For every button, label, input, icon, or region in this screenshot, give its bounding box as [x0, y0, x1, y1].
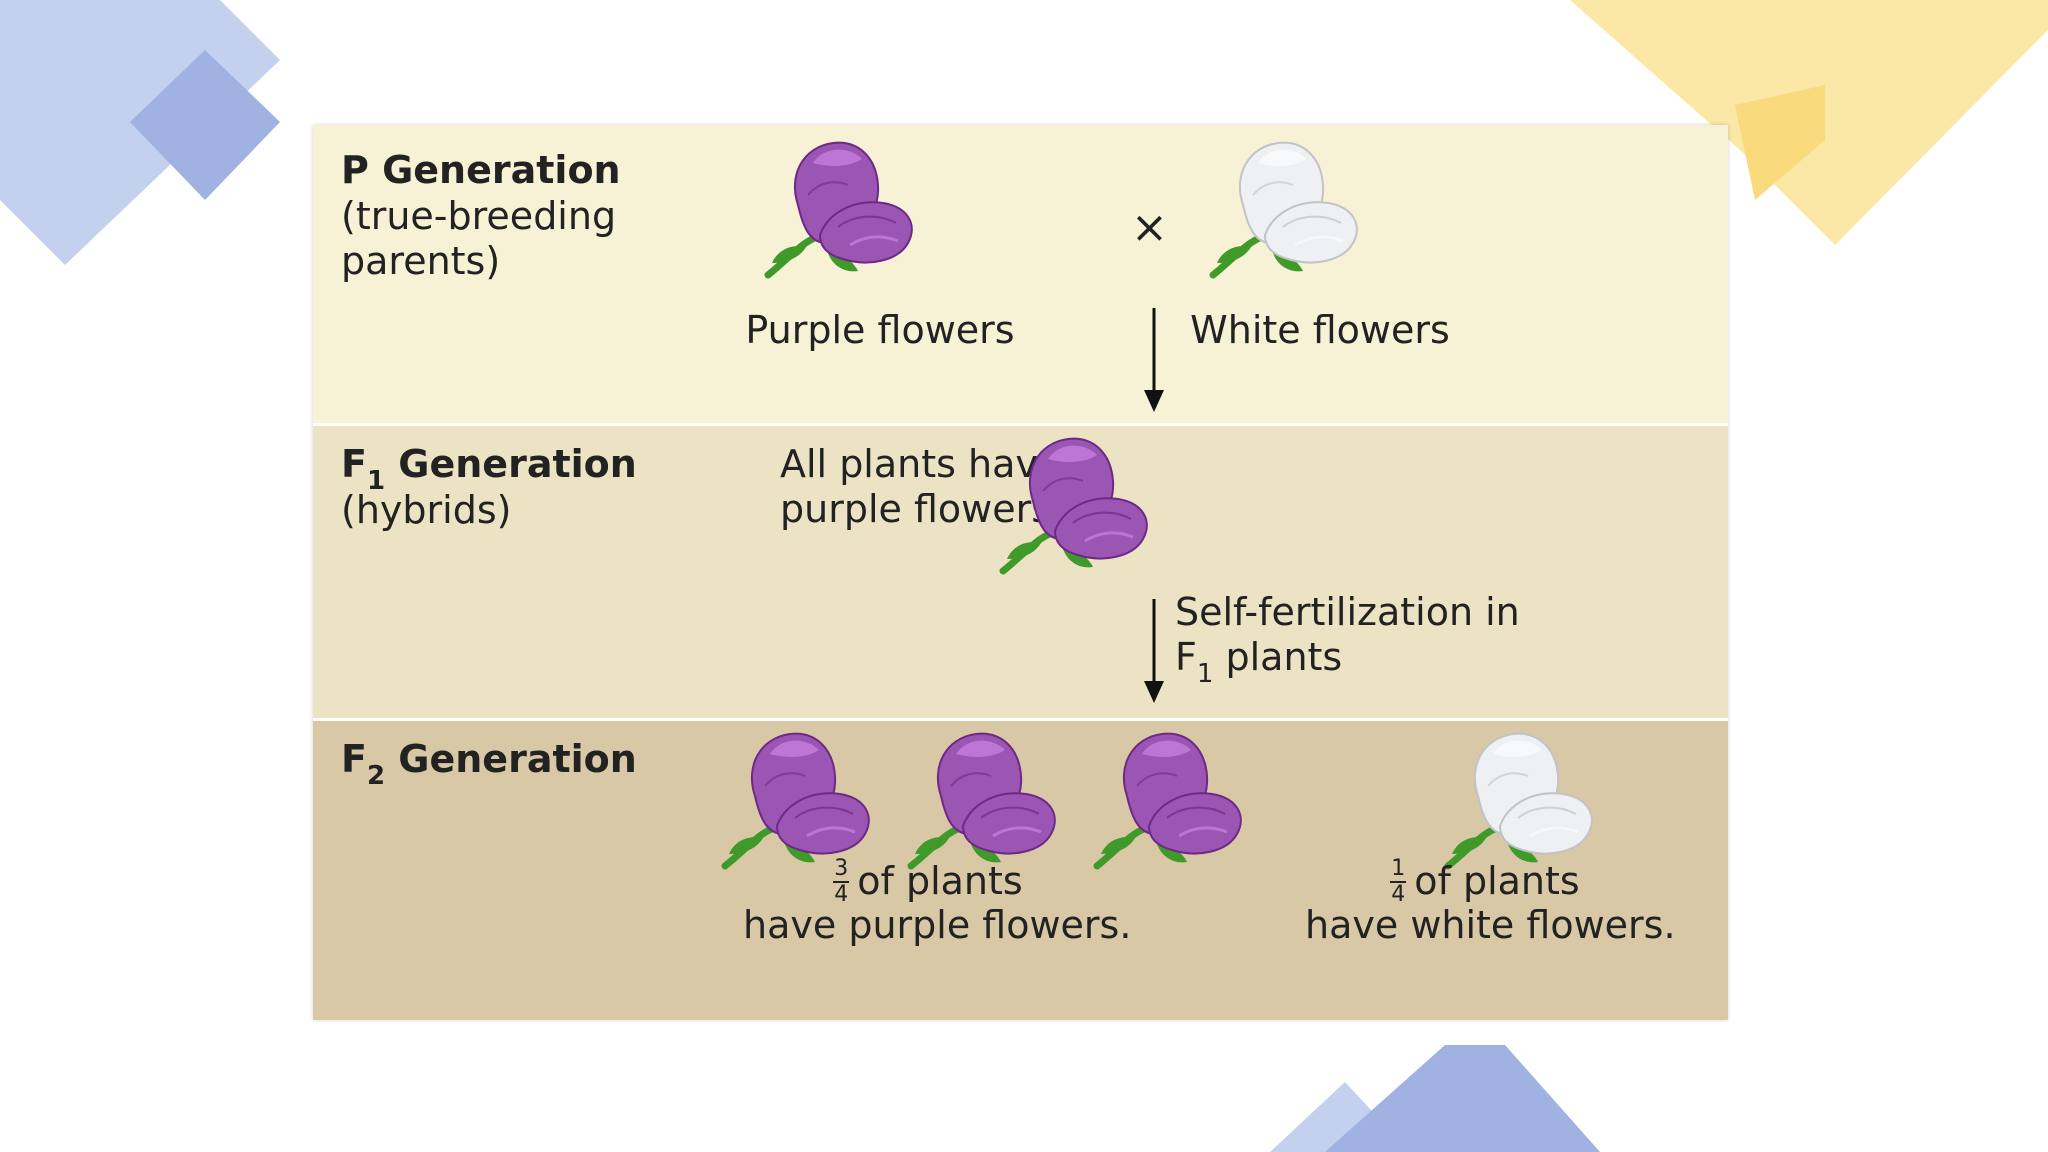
- f1-generation-title: F1 Generation: [341, 441, 637, 496]
- p-generation-subtitle-line1: (true-breeding: [341, 194, 617, 238]
- f2-title-subscript: 2: [366, 761, 386, 791]
- p-generation-band: P Generation (true-breeding parents) Pur…: [313, 125, 1728, 423]
- f1-plants-subscript: 1: [1196, 659, 1214, 689]
- arrow-down-p-to-f1: [1144, 308, 1164, 412]
- f2-purple-of-plants: of plants: [857, 859, 1023, 903]
- f2-title-suffix: Generation: [385, 737, 637, 781]
- fraction-numerator: 1: [1391, 855, 1406, 881]
- white-flowers-label: White flowers: [1190, 308, 1450, 352]
- p-generation-subtitle-line2: parents): [341, 239, 501, 283]
- f2-purple-line2: have purple flowers.: [743, 903, 1132, 947]
- f1-title-suffix: Generation: [385, 442, 637, 486]
- f2-white-of-plants: of plants: [1414, 859, 1580, 903]
- f2-generation-title: F2 Generation: [341, 736, 637, 791]
- f1-title-subscript: 1: [366, 466, 386, 496]
- f2-white-line2: have white flowers.: [1305, 903, 1676, 947]
- purple-flower-icon: [907, 732, 1056, 870]
- f1-generation-band: F1 Generation (hybrids) All plants have …: [313, 423, 1728, 721]
- f2-title-prefix: F: [341, 737, 367, 781]
- purple-flowers-label: Purple flowers: [745, 308, 1015, 352]
- purple-flower-icon: [721, 732, 870, 870]
- white-flower-icon: [1444, 732, 1593, 870]
- cross-symbol: ×: [1131, 202, 1168, 253]
- f1-plants-prefix: F: [1175, 635, 1197, 679]
- f1-generation-subtitle: (hybrids): [341, 488, 512, 532]
- purple-flower-icon: [999, 437, 1148, 575]
- f1-title-prefix: F: [341, 442, 367, 486]
- arrow-down-f1-to-f2: [1144, 599, 1164, 703]
- f1-plants-suffix: plants: [1213, 635, 1343, 679]
- fraction-numerator: 3: [834, 855, 849, 881]
- fraction-denominator: 4: [834, 881, 849, 907]
- decor-top-left: [0, 0, 280, 265]
- fraction-denominator: 4: [1391, 881, 1406, 907]
- purple-flower-icon: [1093, 732, 1242, 870]
- f1-result-line1: All plants have: [780, 442, 1062, 486]
- self-fertilization-line1: Self-fertilization in: [1175, 590, 1520, 634]
- decor-top-right: [1570, 0, 2048, 245]
- p-generation-title: P Generation: [341, 148, 621, 192]
- purple-flower-icon: [764, 141, 913, 279]
- self-fertilization-line2: F1 plants: [1175, 634, 1343, 689]
- f1-result-line2: purple flowers.: [780, 487, 1064, 531]
- white-flower-icon: [1209, 141, 1358, 279]
- mendel-cross-diagram: P Generation (true-breeding parents) Pur…: [313, 125, 1728, 1020]
- decor-bottom-center: [1270, 1045, 1600, 1152]
